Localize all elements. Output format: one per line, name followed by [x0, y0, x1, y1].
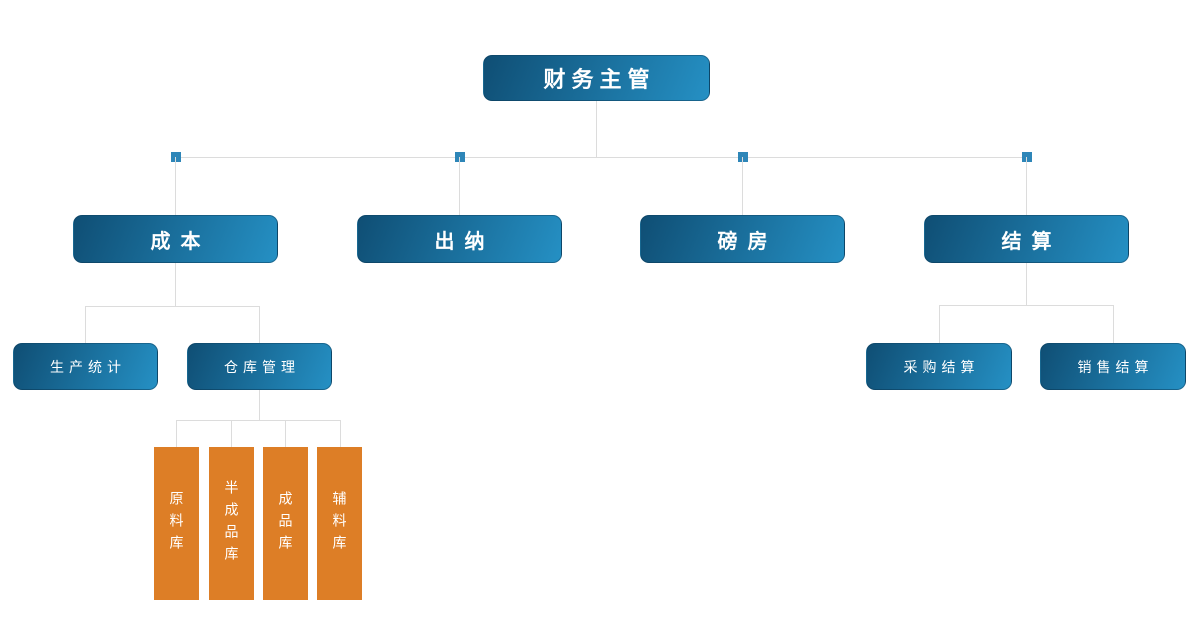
- connector-line: [85, 306, 260, 307]
- connector-line: [1113, 305, 1114, 343]
- junction-dot: [171, 152, 181, 162]
- org-node-weighbridge: 磅房: [640, 215, 845, 263]
- org-node-sales-settlement: 销售结算: [1040, 343, 1186, 390]
- org-node-finance-director: 财务主管: [483, 55, 710, 101]
- org-node-production-stats: 生产统计: [13, 343, 158, 390]
- org-node-settlement: 结算: [924, 215, 1129, 263]
- org-node-semi-finished-warehouse: 半成品库: [209, 447, 254, 600]
- connector-line: [1026, 157, 1027, 215]
- org-node-cashier: 出纳: [357, 215, 562, 263]
- connector-line: [259, 390, 260, 420]
- connector-line: [175, 263, 176, 306]
- org-node-auxiliary-material-warehouse: 辅料库: [317, 447, 362, 600]
- junction-dot: [738, 152, 748, 162]
- org-node-finished-goods-warehouse: 成品库: [263, 447, 308, 600]
- connector-line: [231, 420, 232, 447]
- org-node-purchase-settlement: 采购结算: [866, 343, 1012, 390]
- connector-line: [175, 157, 176, 215]
- connector-line: [176, 420, 340, 421]
- org-node-warehouse-mgmt: 仓库管理: [187, 343, 332, 390]
- org-node-raw-material-warehouse: 原料库: [154, 447, 199, 600]
- connector-line: [175, 157, 1027, 158]
- connector-line: [939, 305, 1113, 306]
- connector-line: [742, 157, 743, 215]
- junction-dot: [455, 152, 465, 162]
- junction-dot: [1022, 152, 1032, 162]
- connector-line: [340, 420, 341, 447]
- connector-line: [285, 420, 286, 447]
- connector-line: [596, 101, 597, 157]
- connector-line: [85, 306, 86, 343]
- org-node-cost: 成本: [73, 215, 278, 263]
- connector-line: [939, 305, 940, 343]
- connector-line: [176, 420, 177, 447]
- connector-line: [459, 157, 460, 215]
- connector-line: [259, 306, 260, 343]
- connector-line: [1026, 263, 1027, 305]
